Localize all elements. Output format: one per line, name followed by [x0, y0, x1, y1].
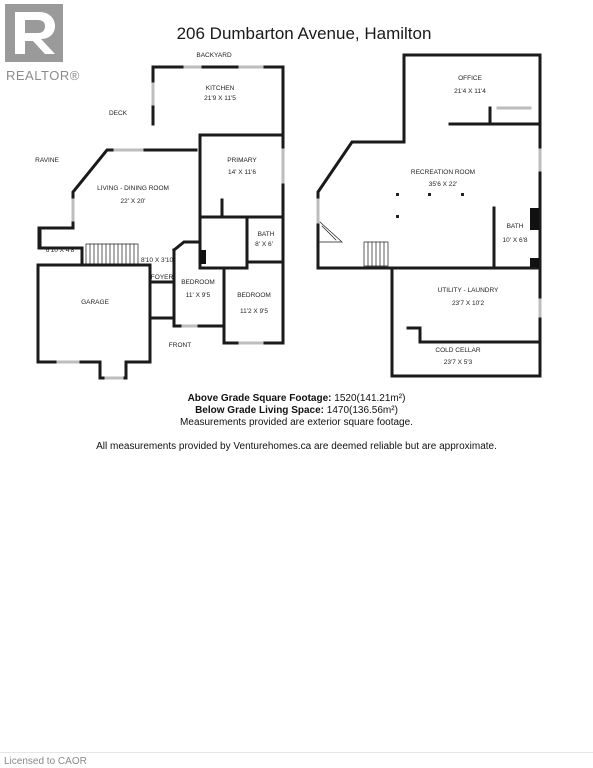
bath2-label: BATH — [507, 223, 524, 230]
below-grade-label: Below Grade Living Space: — [195, 405, 324, 416]
cold-cellar-walls — [406, 326, 542, 344]
main-fixture — [200, 250, 206, 264]
basement-outer-walls — [316, 53, 542, 378]
office-wall — [448, 106, 492, 126]
bath1-walls — [220, 198, 285, 219]
footer-divider — [0, 752, 593, 753]
below-grade-line: Below Grade Living Space: 1470(136.56m²) — [0, 405, 593, 416]
kitchen-dim: 21'9 X 11'5 — [204, 95, 236, 102]
support-posts — [396, 193, 464, 218]
basement-fixture-2 — [530, 258, 539, 267]
cold-cellar-label: COLD CELLAR — [435, 347, 480, 354]
bath2-dim: 10' X 6'8 — [503, 237, 528, 244]
bedroom2-walls — [222, 260, 285, 345]
above-grade-label: Above Grade Square Footage: — [187, 393, 332, 404]
garage-label: GARAGE — [81, 299, 109, 306]
cold-cellar-dim: 23'7 X 5'3 — [444, 359, 473, 366]
living-dining-dim: 22' X 20' — [121, 198, 146, 205]
kitchen-label: KITCHEN — [206, 85, 235, 92]
primary-label: PRIMARY — [227, 157, 257, 164]
hall-walls — [148, 263, 176, 284]
bedroom2-dim: 11'2 X 9'5 — [240, 308, 268, 315]
above-grade-line: Above Grade Square Footage: 1520(141.21m… — [0, 393, 593, 404]
page-title: 206 Dumbarton Avenue, Hamilton — [176, 24, 432, 43]
living-dining-walls — [37, 148, 198, 250]
floor-plan-diagram: BACKYARD DECK RAVINE KITCHEN 21'9 X 11'5… — [35, 52, 542, 380]
garage-walls — [36, 263, 152, 380]
bedroom1-dim: 11' X 9'5 — [186, 292, 211, 299]
recreation-label: RECREATION ROOM — [411, 169, 475, 176]
basement-fixture-1 — [530, 208, 539, 230]
bedroom2-label: BEDROOM — [237, 292, 271, 299]
living-dining-label: LIVING - DINING ROOM — [97, 185, 169, 192]
front-label: FRONT — [169, 342, 191, 349]
license-footer: Licensed to CAOR — [4, 756, 87, 767]
basement-windows — [316, 106, 542, 318]
bath1-label: BATH — [258, 231, 275, 238]
main-floor-plan — [36, 65, 285, 380]
bedroom1-label: BEDROOM — [181, 279, 215, 286]
realtor-brand-text: REALTOR® — [6, 68, 80, 83]
recreation-dim: 35'6 X 22' — [429, 181, 458, 188]
backyard-label: BACKYARD — [196, 52, 232, 59]
bath1-dim: 8' X 6' — [255, 241, 273, 248]
room-labels: BACKYARD DECK RAVINE KITCHEN 21'9 X 11'5… — [35, 52, 528, 366]
ravine-label: RAVINE — [35, 157, 59, 164]
exterior-note: Measurements provided are exterior squar… — [180, 417, 413, 428]
office-label: OFFICE — [458, 75, 482, 82]
small-room-dim: 6'10 X 4'8 — [46, 247, 75, 254]
primary-dim: 14' X 11'6 — [228, 169, 256, 176]
utility-dim: 23'7 X 10'2 — [452, 300, 485, 307]
deck-label: DECK — [109, 110, 128, 117]
measurement-disclaimer: All measurements provided by Venturehome… — [96, 441, 497, 452]
basement-stairs — [319, 221, 389, 267]
above-grade-value: 1520(141.21m²) — [334, 393, 406, 404]
hall-dim: 8'10 X 3'10 — [141, 257, 174, 264]
realtor-logo-icon — [5, 4, 63, 62]
utility-label: UTILITY - LAUNDRY — [438, 287, 499, 294]
below-grade-value: 1470(136.56m²) — [326, 405, 398, 416]
basement-plan — [316, 53, 542, 378]
foyer-label: FOYER — [151, 274, 174, 281]
office-dim: 21'4 X 11'4 — [454, 88, 486, 95]
main-stairs — [85, 243, 139, 265]
main-floor-windows — [56, 65, 285, 380]
